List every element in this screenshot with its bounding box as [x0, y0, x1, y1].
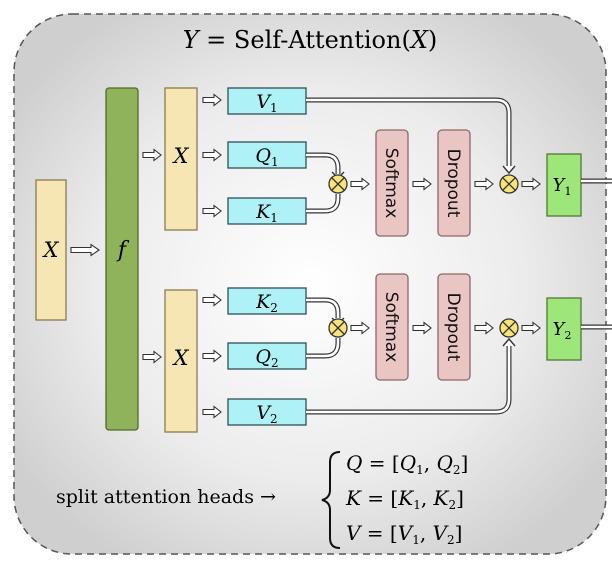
q-equation: Q = [Q1, Q2]	[346, 451, 468, 477]
multiply-circle-icon	[499, 174, 519, 194]
x-bottom-label: X	[172, 346, 190, 370]
x-top-box	[164, 87, 198, 231]
multiply-circle-icon	[499, 318, 519, 338]
v2-box	[227, 398, 307, 426]
q2-label: Q2	[255, 346, 278, 370]
k2-box	[227, 287, 307, 315]
dropout-bottom-label: Dropout	[443, 293, 463, 362]
q1-label: Q1	[255, 145, 278, 169]
q2-box	[227, 342, 307, 370]
multiply-circle-icon	[328, 318, 348, 338]
softmax-top-box	[375, 129, 409, 237]
k-equation: K = [K1, K2]	[345, 486, 464, 512]
arrowhead-v2-icon	[502, 337, 516, 347]
y2-box	[546, 297, 582, 361]
k2-label: K2	[255, 291, 278, 315]
q1-box	[227, 141, 307, 169]
arrowhead-v1-icon	[502, 165, 516, 175]
panel-background	[13, 13, 607, 555]
connectors	[306, 97, 512, 415]
y1-box	[546, 153, 582, 217]
x-top-label: X	[172, 144, 190, 168]
y1-label: Y1	[553, 175, 572, 198]
y-output-connectors	[581, 178, 612, 330]
left-brace-icon	[321, 451, 341, 549]
v2-label: V2	[256, 402, 277, 426]
v1-label: V1	[256, 91, 277, 115]
input-x-box	[35, 179, 67, 321]
f-box	[105, 87, 139, 431]
softmax-bottom-box	[375, 273, 409, 381]
page-title: Y = Self-Attention(X)	[183, 26, 438, 54]
softmax-top-label: Softmax	[381, 148, 401, 219]
dropout-top-label: Dropout	[443, 149, 463, 218]
y2-label: Y2	[553, 319, 572, 342]
k1-box	[227, 197, 307, 225]
v-equation: V = [V1, V2]	[346, 521, 462, 547]
multiply-circle-icon	[328, 174, 348, 194]
split-heads-label: split attention heads →	[56, 486, 276, 508]
v1-box	[227, 87, 307, 115]
dropout-top-box	[437, 129, 471, 237]
x-bottom-box	[164, 289, 198, 433]
softmax-bottom-label: Softmax	[381, 292, 401, 363]
k1-label: K1	[255, 201, 278, 225]
dropout-bottom-box	[437, 273, 471, 381]
input-x-label: X	[42, 238, 60, 262]
